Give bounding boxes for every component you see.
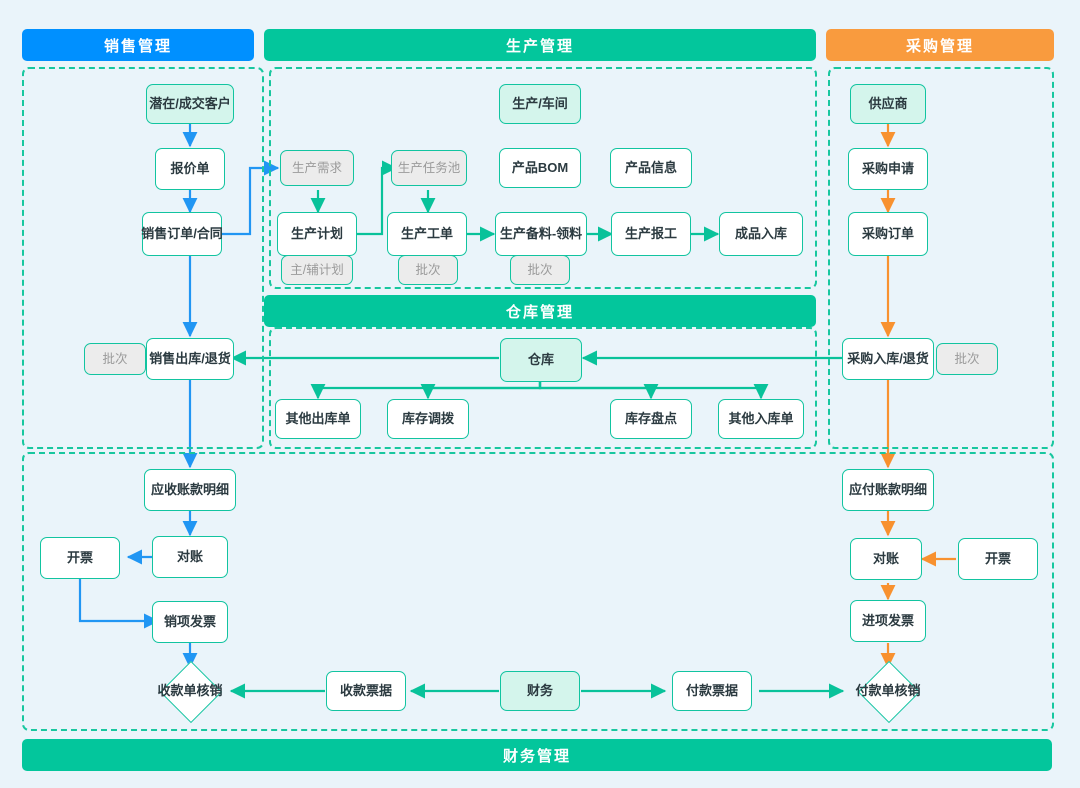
node-task-pool[interactable]: 生产任务池: [391, 150, 467, 186]
node-supplier[interactable]: 供应商: [850, 84, 926, 124]
node-product-info[interactable]: 产品信息: [610, 148, 692, 188]
node-potential-customer[interactable]: 潜在/成交客户: [146, 84, 234, 124]
node-other-outbound[interactable]: 其他出库单: [275, 399, 361, 439]
node-receipt-document[interactable]: 收款票据: [326, 671, 406, 711]
node-material-batch-chip[interactable]: 批次: [510, 255, 570, 285]
node-reconciliation-left[interactable]: 对账: [152, 536, 228, 578]
node-label: 收款单核销: [157, 682, 223, 698]
banner-finance: 财务管理: [22, 739, 1052, 771]
banner-warehouse: 仓库管理: [264, 295, 816, 327]
node-work-order-batch-chip[interactable]: 批次: [398, 255, 458, 285]
node-finance[interactable]: 财务: [500, 671, 580, 711]
node-sales-order[interactable]: 销售订单/合同: [141, 212, 223, 256]
node-stock-count[interactable]: 库存盘点: [610, 399, 692, 439]
node-input-invoice[interactable]: 进项发票: [850, 600, 926, 642]
node-production-plan[interactable]: 生产计划: [277, 212, 357, 256]
node-production-demand[interactable]: 生产需求: [280, 150, 354, 186]
node-other-inbound[interactable]: 其他入库单: [718, 399, 804, 439]
node-finished-goods-in[interactable]: 成品入库: [719, 212, 803, 256]
zone-warehouse: [269, 327, 817, 449]
node-workshop[interactable]: 生产/车间: [499, 84, 581, 124]
node-sales-invoice[interactable]: 销项发票: [152, 601, 228, 643]
node-receivable-detail[interactable]: 应收账款明细: [144, 469, 236, 511]
banner-production: 生产管理: [264, 29, 816, 61]
node-quotation[interactable]: 报价单: [155, 148, 225, 190]
zone-finance: [22, 452, 1054, 731]
node-work-order[interactable]: 生产工单: [387, 212, 467, 256]
node-purchase-batch-chip[interactable]: 批次: [936, 343, 998, 375]
node-invoicing-right[interactable]: 开票: [958, 538, 1038, 580]
node-material-prep[interactable]: 生产备料-领料: [495, 212, 587, 256]
banner-sales: 销售管理: [22, 29, 254, 61]
node-sales-outbound[interactable]: 销售出库/退货: [146, 338, 234, 380]
node-product-bom[interactable]: 产品BOM: [499, 148, 581, 188]
node-payment-verification[interactable]: 付款单核销: [838, 660, 938, 724]
node-payment-document[interactable]: 付款票据: [672, 671, 752, 711]
zone-sales: [22, 67, 264, 449]
node-receipt-verification[interactable]: 收款单核销: [140, 660, 240, 724]
node-reconciliation-right[interactable]: 对账: [850, 538, 922, 580]
node-purchase-order[interactable]: 采购订单: [848, 212, 928, 256]
node-stock-transfer[interactable]: 库存调拨: [387, 399, 469, 439]
node-purchase-requisition[interactable]: 采购申请: [848, 148, 928, 190]
banner-purchase: 采购管理: [826, 29, 1054, 61]
node-payable-detail[interactable]: 应付账款明细: [842, 469, 934, 511]
node-warehouse[interactable]: 仓库: [500, 338, 582, 382]
node-main-aux-plan-chip[interactable]: 主/辅计划: [281, 255, 353, 285]
node-invoicing-left[interactable]: 开票: [40, 537, 120, 579]
node-label: 付款单核销: [855, 682, 921, 698]
node-purchase-inbound[interactable]: 采购入库/退货: [842, 338, 934, 380]
zone-purchase: [828, 67, 1054, 449]
node-production-report[interactable]: 生产报工: [611, 212, 691, 256]
node-sales-batch-chip[interactable]: 批次: [84, 343, 146, 375]
